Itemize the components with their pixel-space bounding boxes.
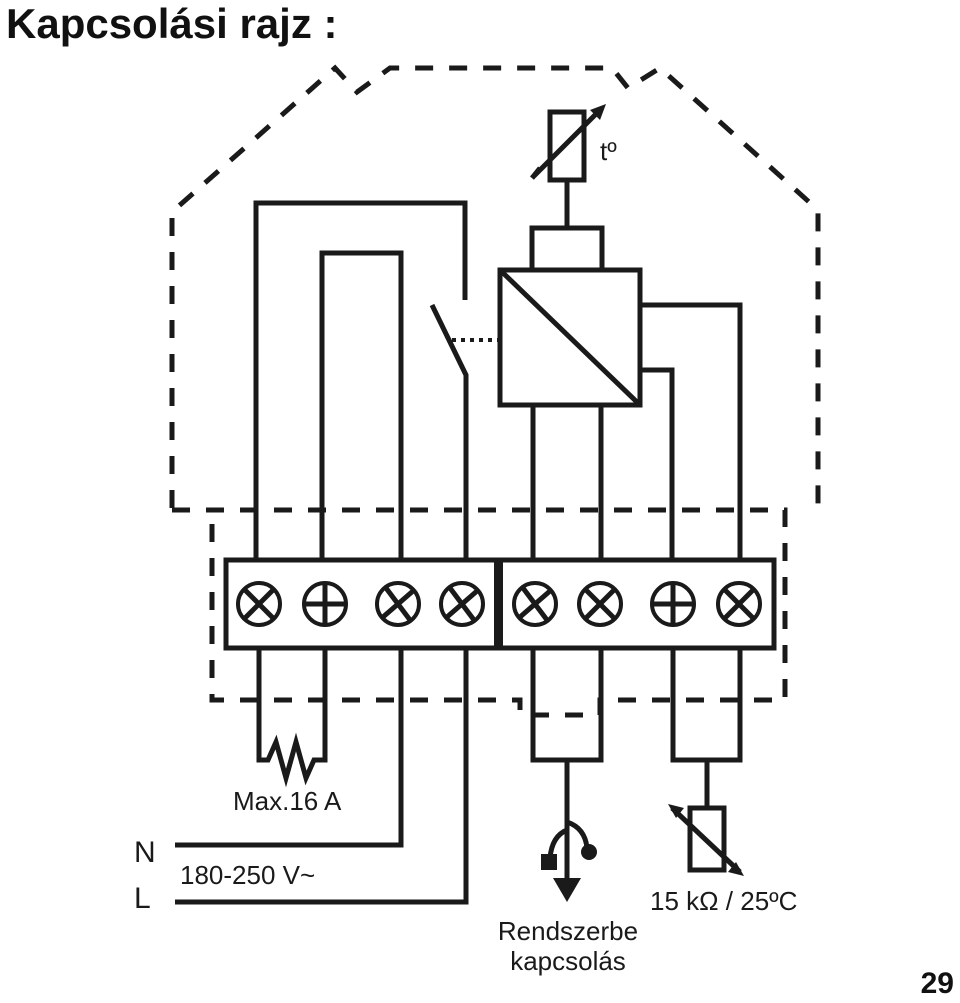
wire-2 [319, 250, 404, 560]
terminal-screw-4 [439, 581, 485, 627]
relay-switch-contact [429, 303, 469, 560]
system-connection-arrow [553, 878, 581, 902]
external-sensor-arrow-line [670, 806, 742, 874]
terminal-screw-1 [236, 581, 282, 627]
external-sensor-arrow-head [728, 862, 744, 876]
terminal-screw-7 [650, 581, 696, 627]
terminal-screw-5 [512, 581, 558, 627]
system-connection-label-1: Rendszerbe [498, 916, 638, 946]
terminal-screws [236, 581, 762, 627]
live-label: L [134, 882, 151, 915]
system-connection-square [541, 854, 557, 870]
thermistor-arrow-head [590, 104, 606, 120]
page-number: 29 [920, 967, 954, 1000]
thermistor-arrow-line [530, 106, 604, 180]
max-current-label: Max.16 A [233, 786, 342, 816]
temperature-label: tº [600, 136, 617, 166]
load-resistor [256, 648, 328, 788]
terminal-screw-3 [375, 581, 421, 627]
controller-box-diagonal [498, 268, 642, 407]
terminal-screw-2 [302, 581, 348, 627]
terminal-block-divider [494, 560, 503, 648]
system-connection-label-2: kapcsolás [510, 946, 626, 976]
neutral-label: N [134, 836, 156, 869]
sensor-value-label: 15 kΩ / 25ºC [650, 886, 797, 916]
terminal-screw-8 [716, 581, 762, 627]
wire-1 [253, 200, 468, 560]
wire-7 [640, 367, 675, 560]
external-sensor-arrow-tail [668, 804, 684, 818]
system-connection-wires [530, 648, 604, 763]
live-wire [175, 648, 469, 905]
terminal-screw-6 [577, 581, 623, 627]
page-title: Kapcsolási rajz : [6, 0, 338, 47]
external-sensor-wires [670, 648, 743, 763]
system-connection-dot [581, 844, 597, 860]
thermistor-arrow-tail [530, 166, 542, 180]
voltage-label: 180-250 V~ [180, 860, 315, 890]
sensor-connector-box [529, 225, 605, 273]
neutral-wire [175, 648, 404, 848]
housing-outline-upper [169, 64, 821, 508]
wire-8 [640, 302, 743, 560]
